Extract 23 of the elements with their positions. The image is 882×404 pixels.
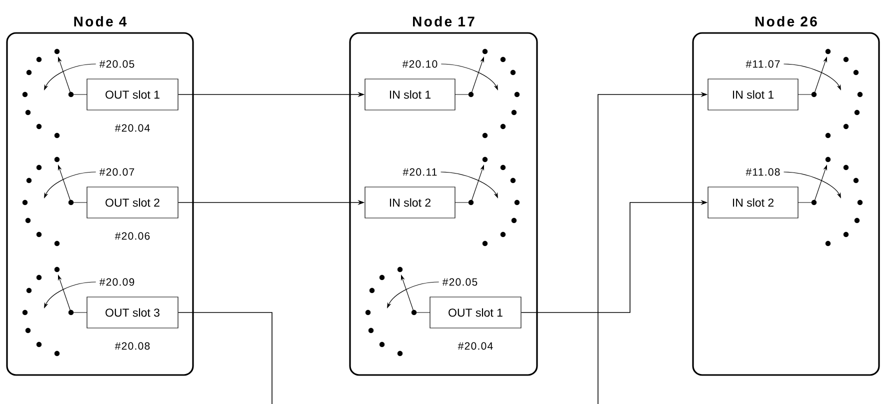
parameter-label: #20.05 xyxy=(442,278,478,286)
parameter-label: #20.11 xyxy=(402,168,437,176)
parameter-label: #20.06 xyxy=(114,232,150,240)
parameter-label: #11.08 xyxy=(746,168,780,176)
slot-box: OUT slot 3 xyxy=(86,296,178,328)
slot-box: IN slot 2 xyxy=(708,186,798,218)
slot-box: IN slot 2 xyxy=(364,186,456,218)
parameter-label: #20.10 xyxy=(402,60,438,68)
parameter-label: #20.05 xyxy=(99,60,134,68)
slot-box: OUT slot 1 xyxy=(86,78,178,110)
node-label: Node 4 xyxy=(74,16,127,26)
parameter-label: #20.04 xyxy=(458,342,493,350)
parameter-label: #20.04 xyxy=(114,124,150,132)
slot-box: OUT slot 1 xyxy=(430,296,522,328)
node-label: Node 17 xyxy=(413,16,474,26)
slot-box: OUT slot 2 xyxy=(86,186,178,218)
parameter-label: #20.07 xyxy=(99,168,134,176)
slot-box: IN slot 1 xyxy=(364,78,456,110)
parameter-label: #20.08 xyxy=(114,342,150,350)
slot-box: IN slot 1 xyxy=(708,78,798,110)
parameter-label: #11.07 xyxy=(746,60,780,68)
parameter-label: #20.09 xyxy=(99,278,134,286)
node-label: Node 26 xyxy=(756,16,817,26)
